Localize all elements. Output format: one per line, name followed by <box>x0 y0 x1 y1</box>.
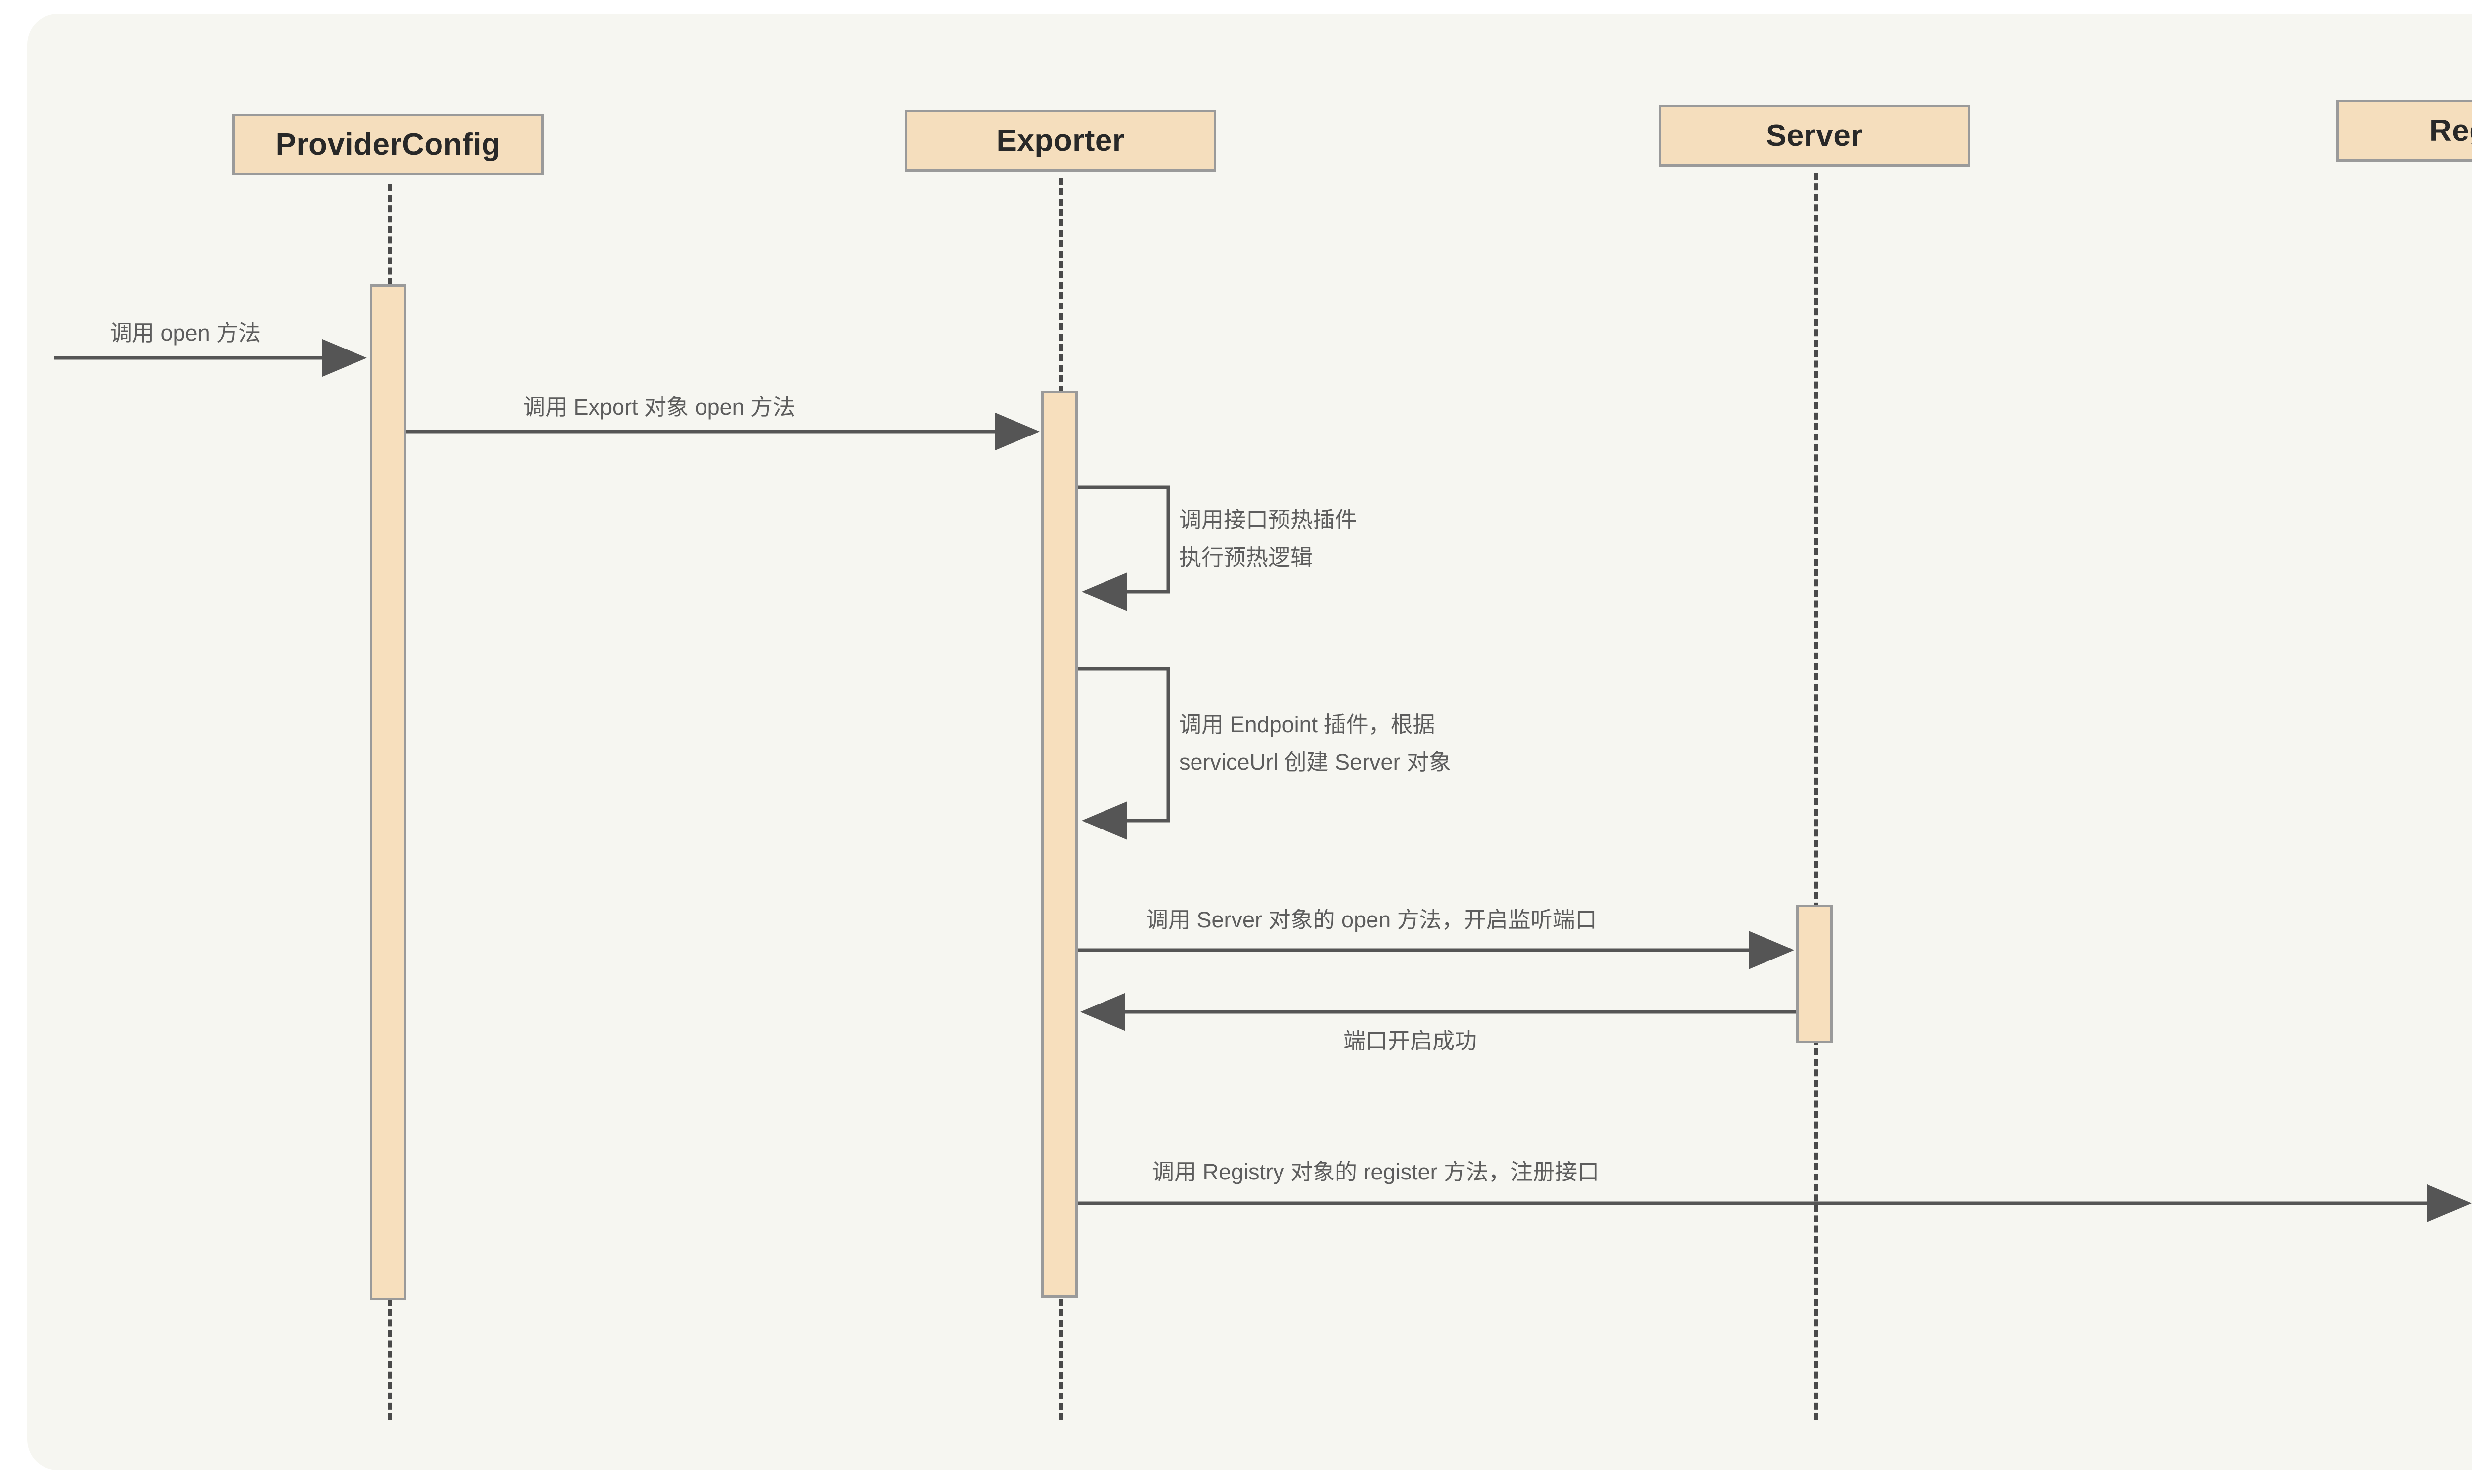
message-label-export-open: 调用 Export 对象 open 方法 <box>523 394 795 420</box>
participant-providerconfig[interactable]: ProviderConfig <box>232 114 544 175</box>
participant-registry[interactable]: Registry <box>2336 100 2472 162</box>
participant-server[interactable]: Server <box>1659 105 1970 167</box>
participant-label-registry: Registry <box>2429 114 2472 148</box>
message-label-self-warmup: 调用接口预热插件 执行预热逻辑 <box>1179 503 1357 571</box>
participant-label-providerconfig: ProviderConfig <box>275 128 501 162</box>
lifeline-server <box>1814 173 1818 1420</box>
message-label-port-opened: 端口开启成功 <box>1343 1028 1477 1053</box>
message-label-self-endpoint-line1: 调用 Endpoint 插件，根据 <box>1179 712 1435 737</box>
message-label-server-open: 调用 Server 对象的 open 方法，开启监听端口 <box>1146 907 1597 932</box>
message-label-self-endpoint: 调用 Endpoint 插件，根据 serviceUrl 创建 Server 对… <box>1179 708 1451 776</box>
activation-bar-exporter <box>1041 391 1078 1298</box>
message-arrow-self-warmup <box>1078 485 1170 611</box>
message-label-registry-register: 调用 Registry 对象的 register 方法，注册接口 <box>1152 1159 1600 1184</box>
message-label-self-endpoint-line2: serviceUrl 创建 Server 对象 <box>1179 749 1452 775</box>
diagram-canvas <box>27 14 2472 1470</box>
participant-label-server: Server <box>1766 119 1863 153</box>
participant-label-exporter: Exporter <box>996 124 1125 158</box>
message-arrow-self-endpoint <box>1078 667 1170 840</box>
activation-bar-server <box>1796 905 1833 1043</box>
participant-exporter[interactable]: Exporter <box>905 110 1216 172</box>
message-label-self-warmup-line2: 执行预热逻辑 <box>1179 545 1313 570</box>
activation-bar-providerconfig <box>370 284 406 1300</box>
message-label-self-warmup-line1: 调用接口预热插件 <box>1179 507 1358 532</box>
message-label-call-open: 调用 open 方法 <box>110 320 261 346</box>
